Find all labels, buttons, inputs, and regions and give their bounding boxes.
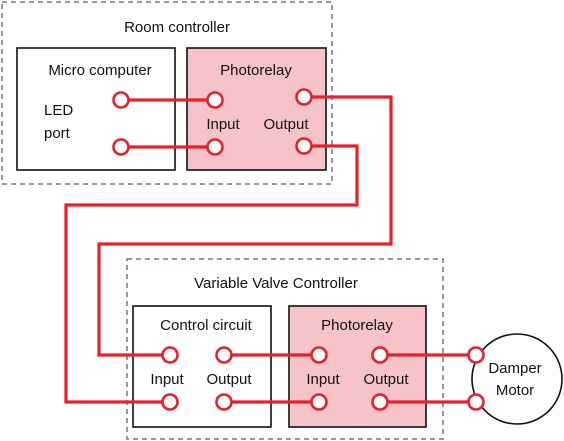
- room-relay-input-terminal-top: [206, 91, 224, 109]
- motor-terminal-bottom: [467, 393, 485, 411]
- led-port-label-line1: LED: [44, 102, 73, 119]
- control-input-label: Input: [150, 371, 184, 388]
- control-output-label: Output: [206, 371, 252, 388]
- valve-relay-input-terminal-bottom: [310, 393, 328, 411]
- valve-relay-input-terminal-top: [310, 346, 328, 364]
- control-circuit-title: Control circuit: [160, 317, 253, 334]
- control-input-terminal-top: [161, 346, 179, 364]
- terminals: [112, 88, 485, 411]
- wire-output-top-to-control-input: [97, 95, 393, 357]
- room-relay-output-terminal-bottom: [295, 137, 313, 155]
- control-output-terminal-bottom: [215, 393, 233, 411]
- room-relay-output-terminal-top: [295, 88, 313, 106]
- room-controller-title: Room controller: [124, 19, 230, 36]
- room-relay-input-terminal-bottom: [206, 138, 224, 156]
- led-port-label-line2: port: [44, 125, 71, 142]
- damper-motor-label-line2: Motor: [496, 382, 534, 399]
- valve-relay-output-terminal-bottom: [371, 393, 389, 411]
- control-circuit-box: [132, 305, 272, 428]
- damper-motor: [471, 333, 563, 425]
- led-port-terminal-top: [112, 91, 130, 109]
- room-photorelay-title: Photorelay: [220, 62, 292, 79]
- wire-output-bottom-to-control-input: [64, 144, 359, 404]
- micro-computer-box: [16, 47, 176, 171]
- valve-photorelay-title: Photorelay: [321, 317, 393, 334]
- room-controller-enclosure: [1, 1, 333, 185]
- valve-photorelay-input-label: Input: [306, 371, 340, 388]
- valve-controller-title: Variable Valve Controller: [194, 275, 358, 292]
- room-photorelay-input-label: Input: [206, 116, 240, 133]
- micro-computer-title: Micro computer: [48, 62, 151, 79]
- damper-motor-label-line1: Damper: [488, 360, 541, 377]
- valve-relay-output-terminal-top: [371, 346, 389, 364]
- wires: [64, 95, 476, 404]
- control-output-terminal-top: [215, 346, 233, 364]
- control-input-terminal-bottom: [161, 393, 179, 411]
- valve-controller-enclosure: [126, 258, 444, 440]
- room-photorelay-output-label: Output: [263, 116, 309, 133]
- motor-terminal-top: [467, 346, 485, 364]
- valve-photorelay-output-label: Output: [363, 371, 409, 388]
- led-port-terminal-bottom: [112, 138, 130, 156]
